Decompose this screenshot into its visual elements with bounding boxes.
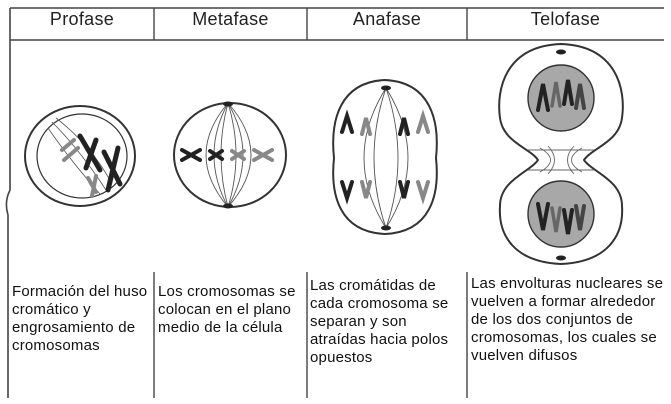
telophase-cell-illustration <box>498 42 624 266</box>
prophase-chromosomes <box>60 133 123 198</box>
metaphase-chromosomes <box>180 148 274 162</box>
anaphase-chromatids-bottom <box>340 180 430 205</box>
table-grid <box>5 7 664 398</box>
telophase-nucleus-bottom <box>527 180 595 248</box>
anaphase-spindle <box>363 87 409 229</box>
header-profase: Profase <box>49 9 115 29</box>
description-metafase: Los cromosomas se colocan en el plano me… <box>158 283 296 336</box>
anaphase-centrosome-top <box>381 85 391 91</box>
header-metafase: Metafase <box>192 9 269 29</box>
metaphase-cell-illustration <box>173 101 287 209</box>
description-anafase: Las cromátidas de cada cromosoma se sepa… <box>310 277 449 366</box>
metaphase-centrosome-bottom <box>223 203 233 209</box>
anaphase-centrosome-bottom <box>381 225 391 231</box>
description-telofase: Las envolturas nucleares se vuelven a fo… <box>471 275 664 364</box>
telophase-chromosomes-bottom <box>536 202 586 235</box>
telophase-centrosome-bottom <box>556 255 566 261</box>
telophase-cell-membrane <box>498 42 624 266</box>
header-telofase: Telofase <box>530 9 601 29</box>
telophase-centrosome-top <box>556 49 566 55</box>
prophase-nuclear-envelope <box>36 113 128 199</box>
prophase-spindle <box>47 117 113 195</box>
telophase-chromosomes-top <box>536 79 586 112</box>
anaphase-chromatids-top <box>340 109 430 136</box>
prophase-cell-illustration <box>24 105 136 207</box>
header-anafase: Anafase <box>352 9 422 29</box>
anaphase-cell-illustration <box>332 78 438 236</box>
telophase-spindle-midzone <box>528 145 594 175</box>
description-profase: Formación del huso cromático y engrosami… <box>12 283 148 354</box>
metaphase-centrosome-top <box>223 101 233 107</box>
prophase-cell-membrane <box>24 105 136 207</box>
telophase-nucleus-top <box>527 64 595 132</box>
anaphase-cell-membrane <box>332 78 438 236</box>
